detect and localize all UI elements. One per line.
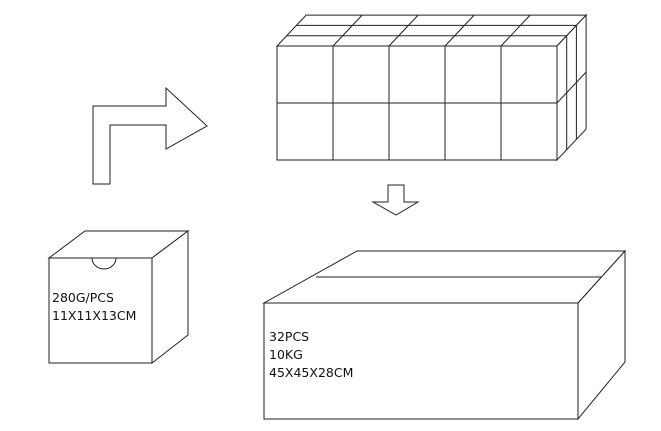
stack-box-edge (332, 14, 363, 47)
carton-weight-label: 10KG (269, 347, 303, 362)
master-carton (262, 249, 627, 421)
carton-size-label: 45X45X28CM (269, 365, 353, 380)
stack-box-edge (500, 14, 531, 47)
bent-arrow-icon (92, 86, 208, 185)
unit-box (47, 230, 190, 365)
unit-size-label: 11X11X13CM (52, 308, 136, 323)
carton-quantity-label: 32PCS (269, 329, 309, 344)
stack-box-edge (444, 14, 475, 47)
stack-top-face (275, 14, 588, 47)
down-arrow-icon (371, 184, 420, 216)
stack-box-edge (388, 14, 419, 47)
unit-weight-label: 280G/PCS (52, 290, 114, 305)
stack-box-edge (556, 71, 587, 104)
box-tab-notch (91, 257, 117, 270)
box-stack (275, 13, 588, 162)
